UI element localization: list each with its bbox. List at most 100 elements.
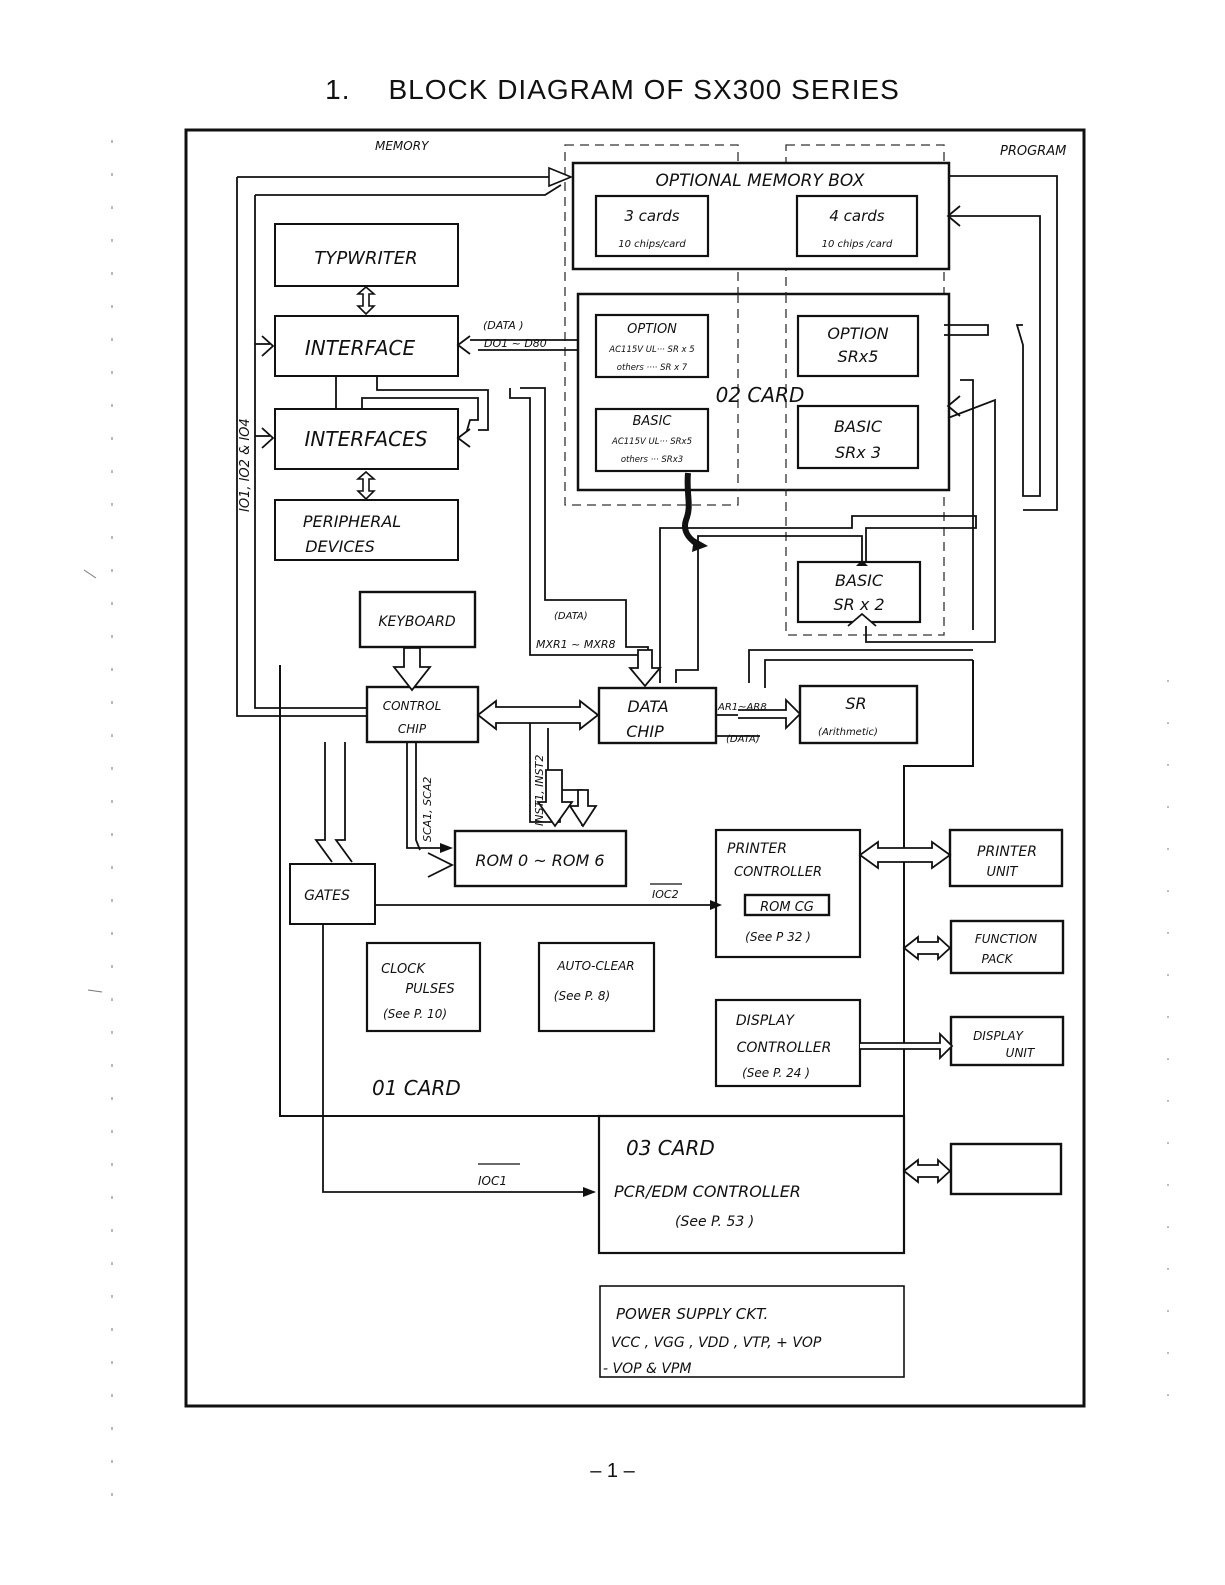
data-chip-block: DATA CHIP <box>597 686 718 745</box>
outer-frame <box>184 128 1086 1408</box>
sr-arithmetic-block: SR (Arithmetic) <box>798 684 919 745</box>
interfaces-block: INTERFACES <box>274 408 459 470</box>
signal-mxr: MXR1 ~ MXR8 <box>536 638 616 651</box>
svg-text:(See P 32 ): (See P 32 ) <box>745 930 811 944</box>
card-02: OPTION AC115V UL··· SR x 5 others ···· S… <box>576 292 951 492</box>
signal-ar: AR1~AR8 <box>717 702 767 713</box>
svg-text:CHIP: CHIP <box>398 722 427 736</box>
svg-text:UNIT: UNIT <box>986 865 1018 880</box>
optional-memory-box: OPTIONAL MEMORY BOX 3 cards 10 chips/car… <box>571 161 951 271</box>
svg-text:(See P. 24 ): (See P. 24 ) <box>742 1066 810 1080</box>
svg-text:TYPWRITER: TYPWRITER <box>314 248 417 269</box>
display-controller-block: DISPLAY CONTROLLER (See P. 24 ) <box>714 998 862 1088</box>
svg-text:INTERFACE: INTERFACE <box>305 336 416 360</box>
basic-srx2-block: BASIC SR x 2 <box>796 560 922 624</box>
dashed-boundaries <box>564 144 945 636</box>
svg-text:PULSES: PULSES <box>405 982 454 997</box>
signal-data-upper: (DATA ) <box>483 319 524 332</box>
svg-text:CLOCK: CLOCK <box>381 962 426 977</box>
svg-text:ROM 0 ~ ROM 6: ROM 0 ~ ROM 6 <box>475 851 604 870</box>
left-double-arrows <box>355 285 377 501</box>
svg-text:03 CARD: 03 CARD <box>626 1136 715 1160</box>
svg-text:PACK: PACK <box>981 952 1013 966</box>
peripheral-devices-block: PERIPHERAL DEVICES <box>274 499 459 561</box>
svg-text:ROM CG: ROM CG <box>760 900 814 915</box>
keyboard-block: KEYBOARD <box>358 590 477 649</box>
svg-text:others ···· SR x 7: others ···· SR x 7 <box>617 363 688 373</box>
printer-unit-block: PRINTER UNIT <box>948 828 1064 888</box>
double-arrows <box>392 335 954 1185</box>
svg-text:INTERFACES: INTERFACES <box>305 427 428 451</box>
svg-text:CHIP: CHIP <box>626 722 664 741</box>
signal-sca: SCA1, SCA2 <box>421 777 434 842</box>
rom-block: ROM 0 ~ ROM 6 <box>453 829 628 888</box>
scan-edge-marks <box>83 140 1169 1520</box>
page-number: – 1 – <box>590 1460 635 1482</box>
svg-text:SR x 2: SR x 2 <box>833 595 884 614</box>
svg-text:DATA: DATA <box>627 697 668 716</box>
page-title: 1.BLOCK DIAGRAM OF SX300 SERIES <box>325 74 900 105</box>
svg-text:others ··· SRx3: others ··· SRx3 <box>621 455 683 465</box>
thick-connector <box>682 472 702 549</box>
svg-text:(Arithmetic): (Arithmetic) <box>818 727 878 738</box>
svg-text:KEYBOARD: KEYBOARD <box>378 614 456 630</box>
svg-text:SRx 3: SRx 3 <box>835 443 881 462</box>
memory-label: MEMORY <box>375 139 430 153</box>
signal-data-mid: (DATA) <box>554 611 588 622</box>
printer-controller-block: PRINTER CONTROLLER ROM CG (See P 32 ) <box>714 828 862 959</box>
svg-text:OPTION: OPTION <box>627 322 677 337</box>
card-01-label: 01 CARD <box>372 1076 461 1100</box>
svg-text:VCC , VGG , VDD , VTP, +: VCC , VGG , VDD , VTP, + VOP <box>611 1335 822 1351</box>
svg-text:(See P. 53 ): (See P. 53 ) <box>675 1214 754 1230</box>
svg-text:POWER SUPPLY CKT.: POWER SUPPLY CKT. <box>616 1305 768 1323</box>
svg-text:10 chips /card: 10 chips /card <box>822 239 893 250</box>
auto-clear-block: AUTO-CLEAR (See P. 8) <box>537 941 656 1033</box>
svg-text:PRINTER: PRINTER <box>727 841 787 857</box>
signal-inst: INST1, INST2 <box>533 755 546 826</box>
svg-text:- VOP & VPM: - VOP & VPM <box>603 1361 691 1377</box>
power-supply-block: POWER SUPPLY CKT. VCC , VGG , VDD , VTP,… <box>599 1285 905 1378</box>
svg-text:SRx5: SRx5 <box>838 347 879 366</box>
svg-text:AC115V UL··· SR x 5: AC115V UL··· SR x 5 <box>608 345 694 355</box>
svg-text:CONTROLLER: CONTROLLER <box>734 865 822 880</box>
svg-text:(See P. 10): (See P. 10) <box>383 1007 447 1021</box>
clock-pulses-block: CLOCK PULSES (See P. 10) <box>365 941 482 1033</box>
control-chip-block: CONTROL CHIP <box>365 685 480 744</box>
svg-text:BASIC: BASIC <box>633 414 673 429</box>
function-pack-block: FUNCTION PACK <box>949 919 1065 975</box>
svg-text:DISPLAY: DISPLAY <box>973 1029 1025 1043</box>
signal-io-bus: IO1, IO2 & IO4 <box>238 418 253 512</box>
svg-text:3 cards: 3 cards <box>624 207 679 225</box>
svg-text:10 chips/card: 10 chips/card <box>618 239 686 250</box>
svg-text:OPTIONAL MEMORY BOX: OPTIONAL MEMORY BOX <box>656 171 865 191</box>
arrow-heads <box>440 166 868 1197</box>
svg-text:BASIC: BASIC <box>834 417 883 436</box>
card-03-peripheral-block <box>949 1142 1063 1196</box>
signal-data-ar: (DATA) <box>726 734 760 745</box>
svg-text:OPTION: OPTION <box>827 324 888 343</box>
svg-text:4 cards: 4 cards <box>829 207 884 225</box>
svg-text:(See P. 8): (See P. 8) <box>554 989 610 1003</box>
card-03-block: 03 CARD PCR/EDM CONTROLLER (See P. 53 ) <box>597 1114 906 1255</box>
svg-text:AUTO-CLEAR: AUTO-CLEAR <box>556 959 634 973</box>
svg-text:CONTROLLER: CONTROLLER <box>737 1040 832 1056</box>
card-01-boundary <box>279 660 974 1117</box>
svg-text:GATES: GATES <box>304 888 350 904</box>
display-unit-block: DISPLAY UNIT <box>949 1015 1065 1067</box>
typewriter-block: TYPWRITER <box>274 223 459 287</box>
svg-text:CONTROL: CONTROL <box>383 699 442 713</box>
svg-text:PERIPHERAL: PERIPHERAL <box>303 512 401 531</box>
svg-text:DEVICES: DEVICES <box>305 537 375 556</box>
svg-text:PRINTER: PRINTER <box>977 844 1037 860</box>
svg-text:BASIC: BASIC <box>835 571 884 590</box>
svg-text:SR: SR <box>845 694 866 713</box>
signal-ioc2: IOC2 <box>652 888 679 901</box>
program-label: PROGRAM <box>1000 144 1066 159</box>
signal-do-db: DO1 ~ D80 <box>484 337 547 350</box>
svg-text:DISPLAY: DISPLAY <box>736 1013 796 1029</box>
signal-ioc1: IOC1 <box>478 1174 507 1188</box>
card-02-label: 02 CARD <box>716 383 805 407</box>
gates-block: GATES <box>289 863 376 925</box>
svg-text:UNIT: UNIT <box>1006 1046 1036 1060</box>
